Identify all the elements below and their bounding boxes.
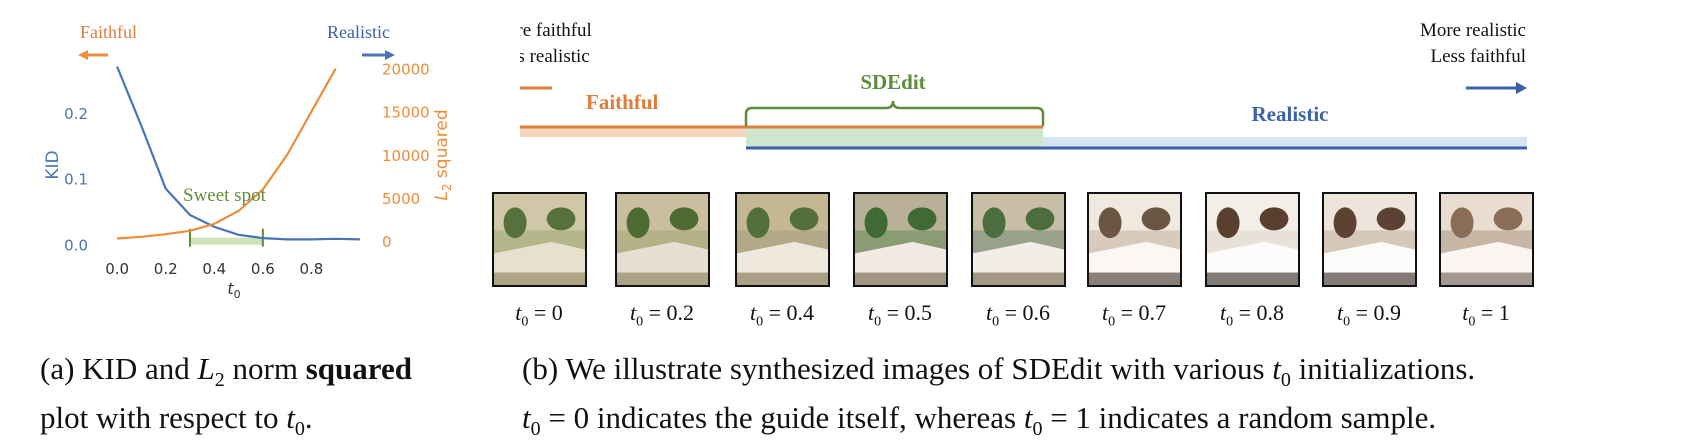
right-tick-label: 20000 xyxy=(382,61,430,79)
right-arrow xyxy=(1466,82,1527,94)
sweet-spot-label: Sweet spot xyxy=(183,185,267,206)
series-line-l2 xyxy=(117,68,337,240)
faithful-direction-label: Faithful xyxy=(80,22,137,42)
right-tick-label: 0 xyxy=(382,233,392,251)
kid-axis-label: KID xyxy=(43,150,63,179)
realistic-direction-label: Realistic xyxy=(327,22,390,42)
t0-value-label: t0 = 0 xyxy=(515,300,563,330)
faithful-range-label: Faithful xyxy=(586,90,659,114)
left-tick-label: 0.0 xyxy=(64,237,88,255)
x-axis-label: t0 xyxy=(227,279,240,301)
less-realistic-text: Less realistic xyxy=(520,46,590,67)
t0-value-label: t0 = 0.2 xyxy=(629,300,695,330)
t0-value-label: t0 = 1 xyxy=(1462,300,1510,330)
right-tick-label: 10000 xyxy=(382,147,430,165)
less-faithful-text: Less faithful xyxy=(1430,46,1526,67)
realistic-arrow xyxy=(362,50,395,60)
bedroom-sample-image xyxy=(1205,192,1300,287)
bedroom-sample-image xyxy=(1087,192,1182,287)
sdedit-t0-panel: More faithful Less realistic More realis… xyxy=(492,0,1684,340)
sdedit-band xyxy=(746,126,1043,148)
caption-a: (a) KID and L2 norm squared plot with re… xyxy=(40,351,412,441)
more-realistic-text: More realistic xyxy=(1420,20,1526,41)
t0-range-bars: More faithful Less realistic More realis… xyxy=(520,20,1527,150)
sweet-spot-band xyxy=(190,237,263,245)
x-tick-label: 0.0 xyxy=(105,260,129,278)
more-faithful-text: More faithful xyxy=(520,20,592,41)
bedroom-sample-image xyxy=(1322,192,1417,287)
t0-value-label: t0 = 0.9 xyxy=(1336,300,1402,330)
left-arrow xyxy=(520,86,552,90)
x-tick-label: 0.4 xyxy=(202,260,226,278)
faithful-band xyxy=(520,126,746,137)
bedroom-sample-image xyxy=(1439,192,1534,287)
t0-value-label: t0 = 0.4 xyxy=(749,300,815,330)
sdedit-brace xyxy=(744,100,1045,126)
l2-axis-label: L2 squared xyxy=(432,109,454,200)
right-tick-label: 5000 xyxy=(382,190,420,208)
t0-value-label: t0 = 0.6 xyxy=(985,300,1051,330)
kid-l2-chart: Faithful Realistic KID L2 squared t0 0.0… xyxy=(43,22,454,301)
realistic-range-label: Realistic xyxy=(1252,102,1329,126)
sdedit-range-label: SDEdit xyxy=(860,70,925,94)
faithful-arrow xyxy=(78,50,108,60)
caption-b: (b) We illustrate synthesized images of … xyxy=(522,351,1476,441)
kid-l2-plot-panel: Faithful Realistic KID L2 squared t0 0.0… xyxy=(0,0,500,340)
right-tick-label: 15000 xyxy=(382,104,430,122)
realistic-band xyxy=(1043,137,1527,148)
x-tick-label: 0.8 xyxy=(299,260,323,278)
bedroom-sample-image xyxy=(735,192,830,287)
bedroom-sample-image xyxy=(971,192,1066,287)
bedroom-sample-image xyxy=(615,192,710,287)
series-line-kid xyxy=(116,66,361,241)
left-tick-label: 0.1 xyxy=(64,171,88,189)
t0-value-label: t0 = 0.7 xyxy=(1101,300,1167,330)
t0-value-label: t0 = 0.5 xyxy=(867,300,933,330)
t0-value-label: t0 = 0.8 xyxy=(1219,300,1285,330)
x-tick-label: 0.6 xyxy=(251,260,275,278)
bedroom-sample-image xyxy=(492,192,587,287)
x-tick-label: 0.2 xyxy=(154,260,178,278)
left-tick-label: 0.2 xyxy=(64,105,88,123)
bedroom-sample-image xyxy=(853,192,948,287)
